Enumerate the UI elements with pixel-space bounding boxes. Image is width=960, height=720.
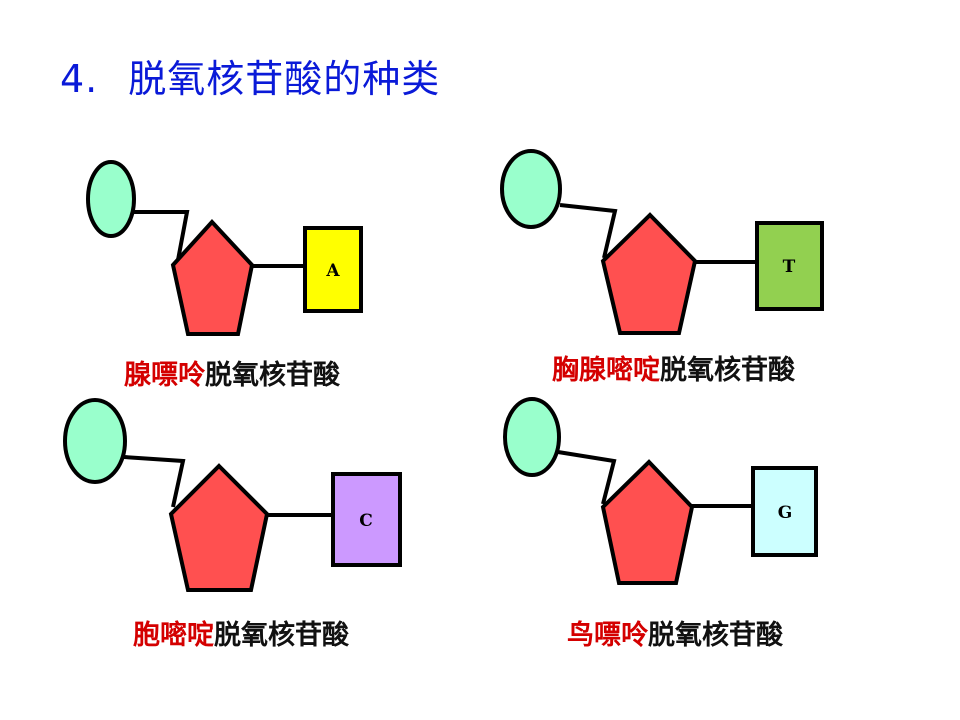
caption-suffix: 脱氧核苷酸 xyxy=(205,360,340,391)
phosphate-group xyxy=(86,160,136,238)
nucleotide-a: A xyxy=(86,160,363,336)
caption-base-name: 腺嘌呤 xyxy=(124,360,205,391)
nitrogenous-base xyxy=(331,472,402,567)
phosphate-group xyxy=(63,398,127,484)
deoxyribose-sugar xyxy=(600,212,698,335)
deoxyribose-sugar xyxy=(170,219,255,336)
nucleotide-g: G xyxy=(503,397,818,585)
caption-suffix: 脱氧核苷酸 xyxy=(660,355,795,386)
nitrogenous-base xyxy=(303,226,363,313)
nucleotide-c: C xyxy=(63,398,402,592)
phosphate-sugar-bond xyxy=(557,450,617,505)
caption-guanine: 鸟嘌呤脱氧核苷酸 xyxy=(567,613,783,652)
phosphate-group xyxy=(503,397,561,477)
nitrogenous-base xyxy=(751,466,818,557)
caption-suffix: 脱氧核苷酸 xyxy=(648,620,783,651)
deoxyribose-sugar xyxy=(168,463,270,592)
caption-base-name: 胸腺嘧啶 xyxy=(552,355,660,386)
caption-base-name: 胞嘧啶 xyxy=(133,620,214,651)
phosphate-sugar-bond xyxy=(123,455,186,508)
phosphate-group xyxy=(500,149,562,229)
base-letter: T xyxy=(783,257,796,277)
phosphate-sugar-bond xyxy=(559,203,618,259)
base-letter: G xyxy=(778,503,793,523)
caption-suffix: 脱氧核苷酸 xyxy=(214,620,349,651)
caption-adenine: 腺嘌呤脱氧核苷酸 xyxy=(124,353,340,392)
deoxyribose-sugar xyxy=(600,459,695,585)
slide-title: 4. 脱氧核苷酸的种类 xyxy=(60,48,440,103)
caption-base-name: 鸟嘌呤 xyxy=(567,620,648,651)
base-letter: A xyxy=(325,261,340,281)
caption-thymine: 胸腺嘧啶脱氧核苷酸 xyxy=(552,348,795,387)
base-letter: C xyxy=(359,511,373,531)
title-text: 脱氧核苷酸的种类 xyxy=(128,57,441,101)
title-number: 4. xyxy=(60,57,99,101)
nitrogenous-base xyxy=(755,221,824,311)
caption-cytosine: 胞嘧啶脱氧核苷酸 xyxy=(133,613,349,652)
nucleotide-t: T xyxy=(500,149,824,335)
phosphate-sugar-bond xyxy=(134,210,190,261)
